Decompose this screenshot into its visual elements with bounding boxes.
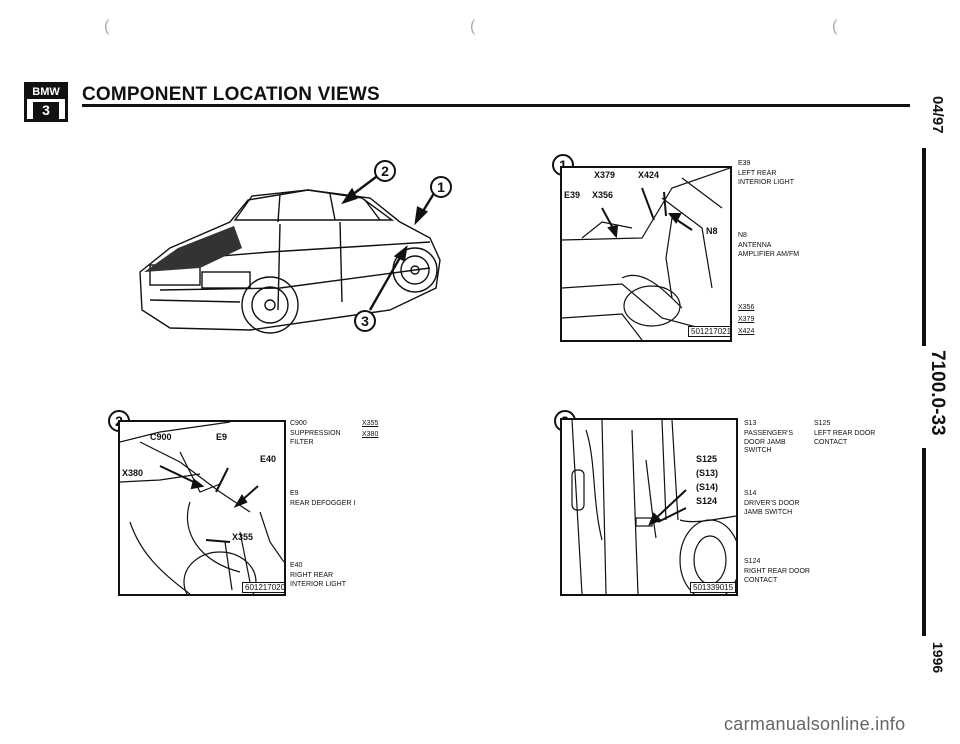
label-code: E39	[738, 160, 751, 167]
callout-x379: X379	[594, 170, 616, 180]
spine-line	[922, 448, 926, 636]
label-code: C900	[290, 420, 307, 427]
callout-x356: X356	[592, 190, 614, 200]
logo-brand: BMW	[27, 85, 65, 99]
callout-circle: 3	[354, 310, 376, 332]
part-number: 501339015	[690, 582, 736, 593]
view1-illustration	[562, 168, 730, 340]
callout-n8: N8	[706, 226, 718, 236]
label-code: E9	[290, 490, 299, 497]
label-desc: LEFT REAR INTERIOR LIGHT	[738, 170, 795, 186]
callout-e9: E9	[216, 432, 228, 442]
spine-year: 1996	[930, 642, 946, 674]
label-desc: REAR DEFOGGER I	[290, 500, 356, 507]
spine-date: 04/97	[929, 96, 946, 134]
view3-illustration	[571, 420, 736, 594]
callout-s125: S125	[696, 454, 718, 464]
part-number: 501217021	[688, 326, 730, 337]
title-rule	[82, 104, 910, 107]
label-desc: PASSENGER'S DOOR JAMB SWITCH	[744, 430, 794, 454]
connector-code: X424	[738, 328, 755, 335]
car-illustration	[139, 176, 441, 334]
label-desc: RIGHT REAR DOOR CONTACT	[744, 568, 810, 584]
callout-e40: E40	[260, 454, 277, 464]
connector-code: X380	[362, 431, 379, 438]
watermark: carmanualsonline.info	[724, 714, 906, 734]
logo-series: 3	[33, 102, 59, 119]
part-number: 601217020	[242, 582, 284, 593]
callout-c900: C900	[150, 432, 172, 442]
label-desc: DRIVER'S DOOR JAMB SWITCH	[744, 500, 800, 516]
label-desc: RIGHT REAR INTERIOR LIGHT	[290, 572, 347, 588]
label-code: S13	[744, 420, 757, 427]
bmw-3-series-logo: BMW 3	[24, 82, 68, 122]
scan-mark: (	[832, 18, 838, 35]
label-desc: ANTENNA AMPLIFIER AM/FM	[738, 242, 800, 258]
connector-code: X379	[738, 316, 755, 323]
connector-code: X355	[362, 420, 379, 427]
spine-line	[922, 148, 926, 346]
label-code: N8	[738, 232, 747, 239]
label-code: S14	[744, 490, 757, 497]
callout-circle: 1	[430, 176, 452, 198]
label-code: S125	[814, 420, 831, 427]
view2-illustration	[120, 422, 284, 594]
callout-circle: 2	[374, 160, 396, 182]
spine-page-code: 7100.0-33	[927, 350, 948, 436]
view2-figure: C900 E9 E40 X380 X355 601217020	[118, 420, 286, 596]
page-title: COMPONENT LOCATION VIEWS	[82, 84, 380, 105]
scan-mark: (	[470, 18, 476, 35]
car-overview-figure: 2 1 3	[130, 160, 460, 350]
view3-figure: S125 (S13) (S14) S124 501339015	[560, 418, 738, 596]
callout-s13: (S13)	[696, 468, 719, 478]
callout-s14: (S14)	[696, 482, 719, 492]
label-code: S124	[744, 558, 761, 565]
label-desc: LEFT REAR DOOR CONTACT	[814, 430, 876, 446]
callout-x355: X355	[232, 532, 254, 542]
scan-mark: (	[104, 18, 110, 35]
connector-code: X356	[738, 304, 755, 311]
callout-x380: X380	[122, 468, 144, 478]
callout-s124: S124	[696, 496, 718, 506]
view1-figure: X379 X424 E39 X356 N8 501217021	[560, 166, 732, 342]
callout-e39: E39	[564, 190, 581, 200]
label-code: E40	[290, 562, 303, 569]
callout-x424: X424	[638, 170, 660, 180]
label-desc: SUPPRESSION FILTER	[290, 430, 341, 446]
